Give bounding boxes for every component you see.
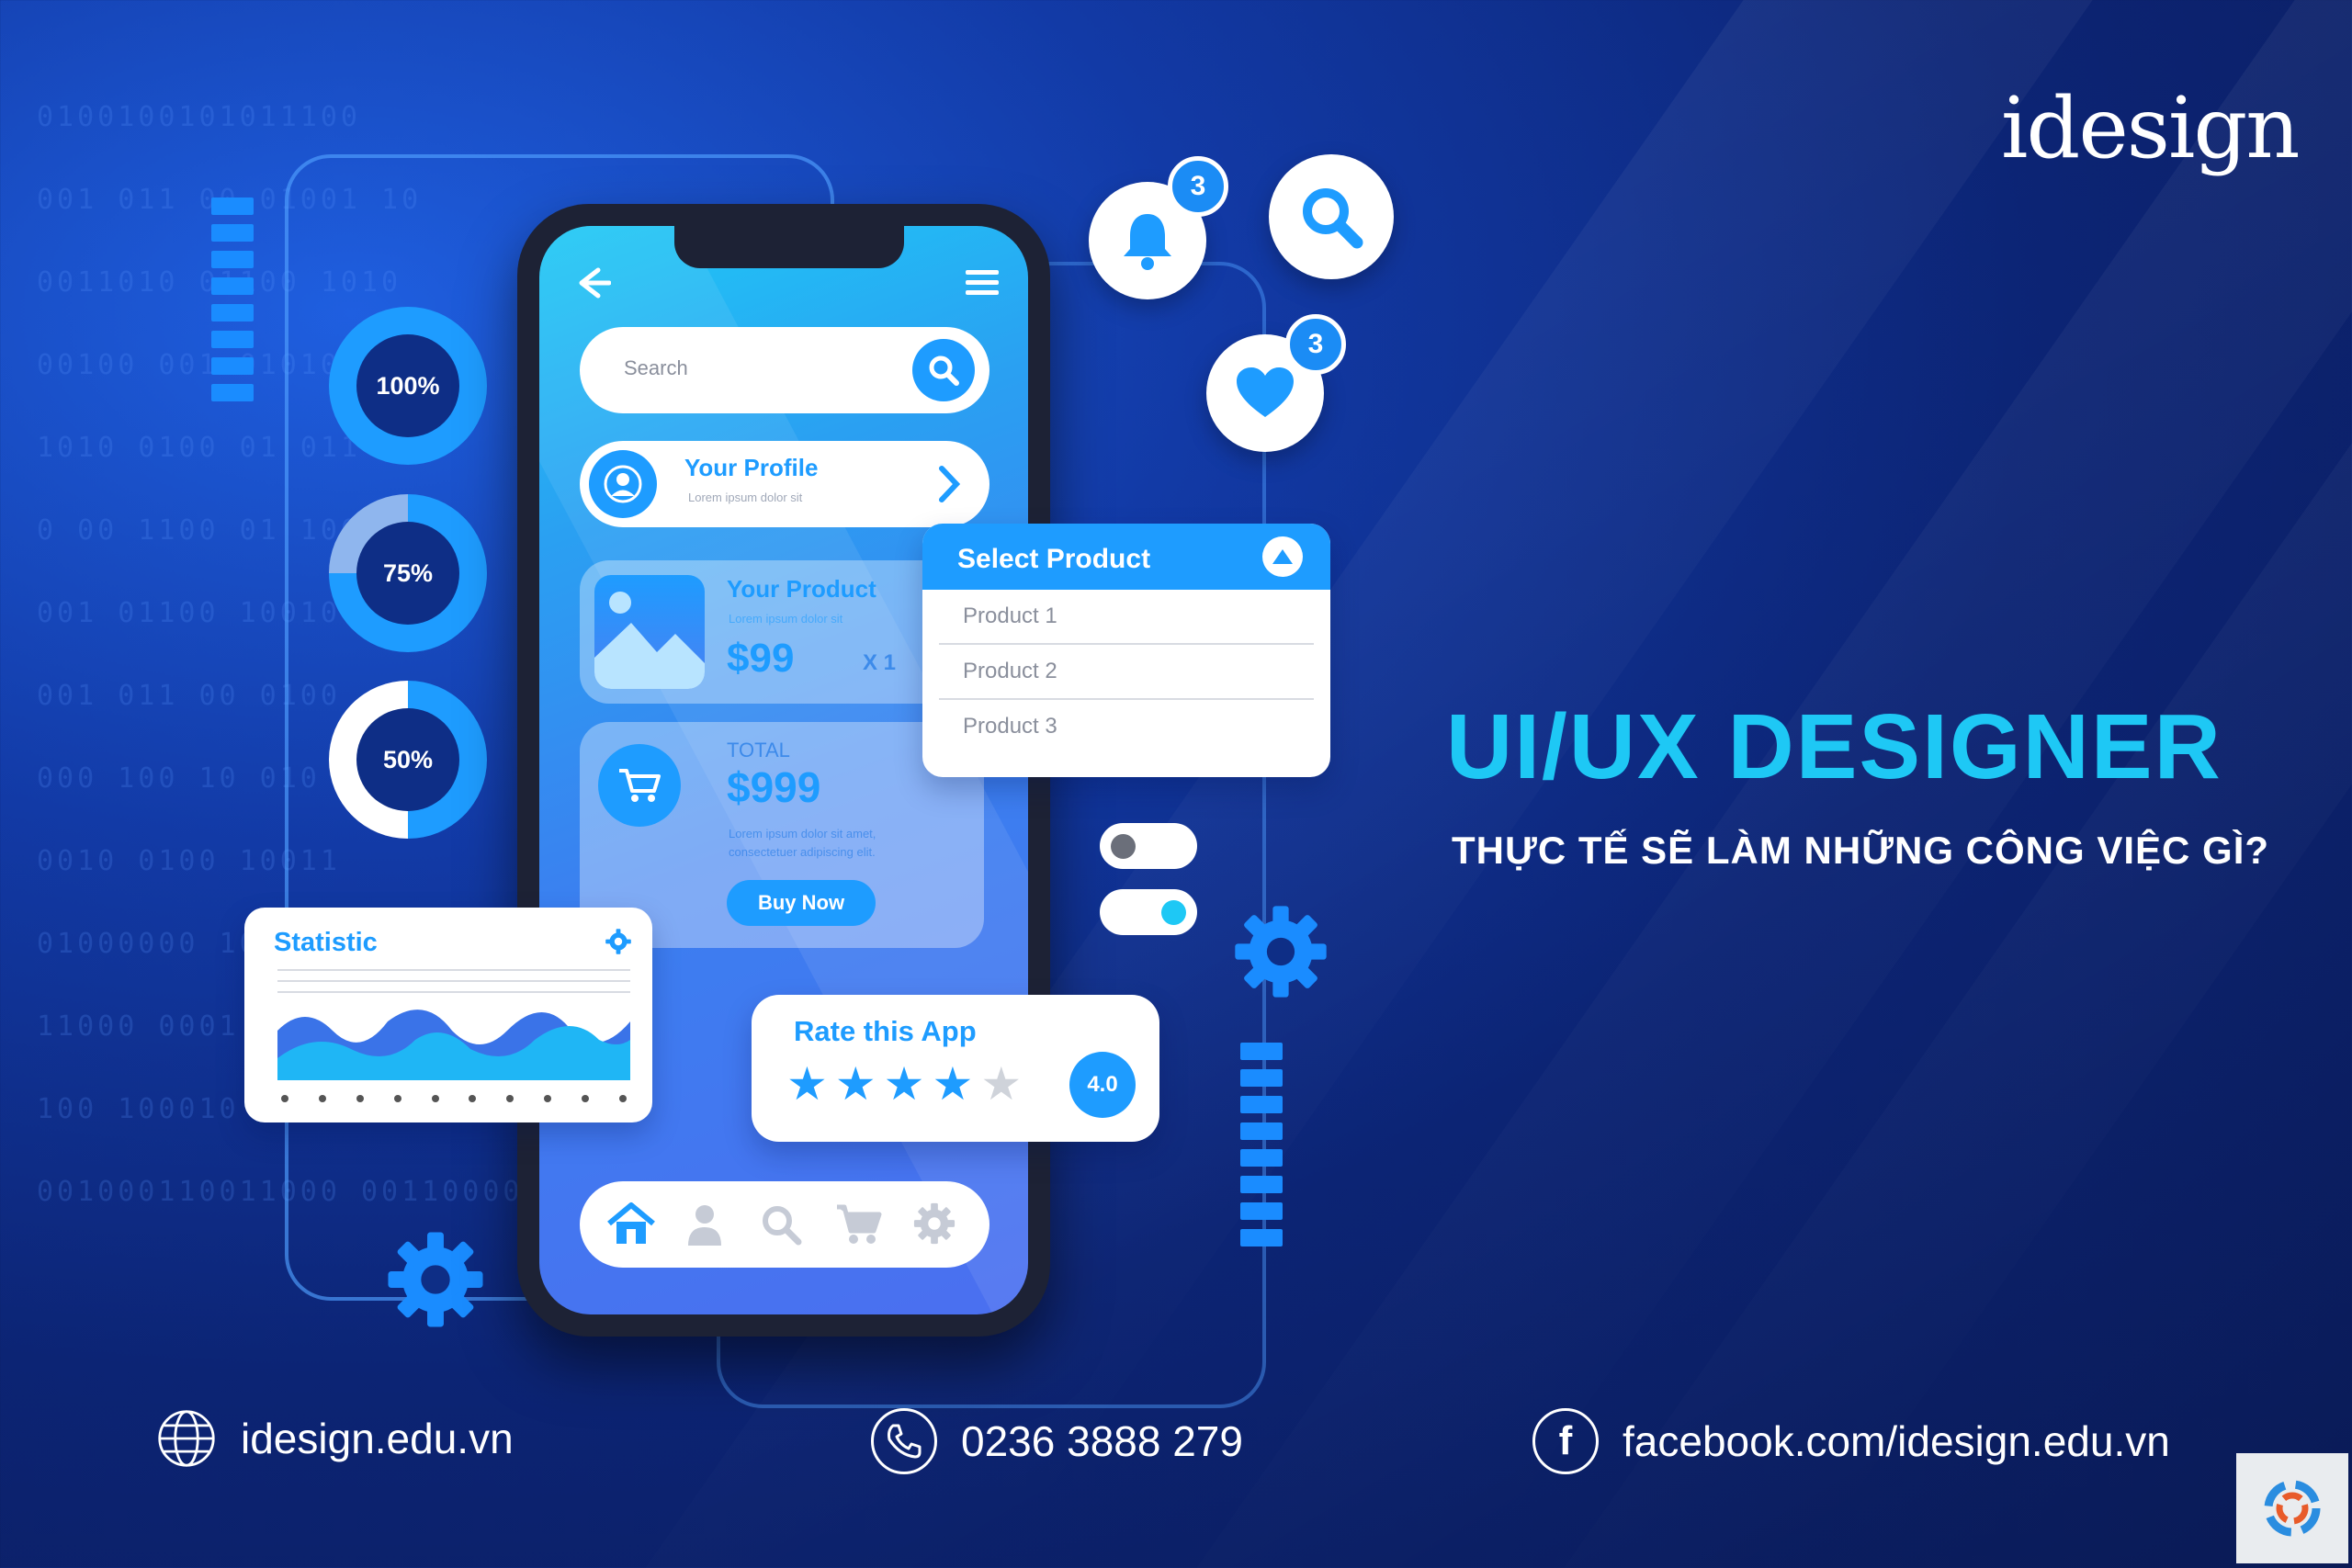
cart-icon[interactable] xyxy=(835,1203,883,1250)
total-label: TOTAL xyxy=(727,739,790,761)
star-filled-icon[interactable]: ★ xyxy=(883,1058,925,1110)
deco-bars xyxy=(211,197,254,401)
rate-app-card[interactable]: Rate this App ★★★★★ 4.0 xyxy=(752,995,1159,1142)
bell-count-badge: 3 xyxy=(1168,156,1228,217)
progress-ring-100: 100% xyxy=(329,307,487,465)
user-avatar-icon xyxy=(589,450,657,518)
bell-icon xyxy=(1124,214,1171,270)
phone-icon xyxy=(871,1408,937,1474)
headline-title: UI/UX DESIGNER xyxy=(1446,695,2222,798)
headline-subtitle: THỰC TẾ SẼ LÀM NHỮNG CÔNG VIỆC GÌ? xyxy=(1452,829,2270,872)
ring-label: 100% xyxy=(356,334,459,437)
toggle-switch-off[interactable] xyxy=(1100,823,1197,869)
search-bar[interactable]: Search xyxy=(580,327,989,413)
ring-label: 50% xyxy=(356,708,459,811)
idesign-logo: idesign xyxy=(2001,79,2301,177)
total-card: TOTAL $999 Lorem ipsum dolor sit amet, c… xyxy=(580,722,984,948)
star-filled-icon[interactable]: ★ xyxy=(834,1058,876,1110)
search-icon xyxy=(929,355,959,386)
search-icon[interactable] xyxy=(760,1203,802,1250)
bottom-nav xyxy=(580,1181,989,1268)
chevron-right-icon[interactable] xyxy=(934,463,962,510)
phone-notch xyxy=(674,226,904,268)
binary-line: 0100100101011100 xyxy=(37,101,361,133)
star-filled-icon[interactable]: ★ xyxy=(932,1058,974,1110)
buy-now-button[interactable]: Buy Now xyxy=(727,880,876,926)
total-desc-1: Lorem ipsum dolor sit amet, xyxy=(729,827,876,840)
globe-icon xyxy=(156,1408,217,1469)
dropdown-header[interactable]: Select Product xyxy=(922,524,1330,590)
star-empty-icon[interactable]: ★ xyxy=(980,1058,1023,1110)
dropdown-option[interactable]: Product 2 xyxy=(939,645,1314,700)
heart-count-badge: 3 xyxy=(1285,314,1346,375)
product-title: Your Product xyxy=(727,575,876,603)
star-rating[interactable]: ★★★★★ xyxy=(786,1059,1022,1109)
website-text: idesign.edu.vn xyxy=(241,1415,514,1462)
image-icon xyxy=(594,575,705,689)
total-amount: $999 xyxy=(727,763,821,811)
binary-line: 00100 001 01010 0 xyxy=(37,349,382,381)
profile-card[interactable]: Your Profile Lorem ipsum dolor sit xyxy=(580,441,989,527)
search-icon xyxy=(1303,188,1363,249)
facebook-icon: f xyxy=(1532,1408,1599,1474)
statistic-title: Statistic xyxy=(274,928,378,957)
dropdown-title: Select Product xyxy=(957,544,1151,574)
profile-title: Your Profile xyxy=(684,454,819,481)
dropdown-option[interactable]: Product 1 xyxy=(939,590,1314,645)
heart-icon xyxy=(1237,367,1294,417)
user-icon[interactable] xyxy=(686,1203,723,1250)
gear-icon[interactable] xyxy=(912,1201,956,1250)
gear-icon xyxy=(384,1228,487,1336)
phone-text: 0236 3888 279 xyxy=(961,1417,1243,1465)
total-desc-2: consectetuer adipiscing elit. xyxy=(729,845,876,859)
product-subtitle: Lorem ipsum dolor sit xyxy=(729,612,843,626)
notification-bell-button[interactable] xyxy=(1089,182,1206,299)
gear-icon xyxy=(1231,902,1330,1006)
dropdown-option[interactable]: Product 3 xyxy=(963,714,1057,739)
corner-watermark-logo xyxy=(2236,1453,2348,1563)
chart-dots xyxy=(281,1095,627,1102)
star-filled-icon[interactable]: ★ xyxy=(786,1058,828,1110)
binary-line: 1010 0100 01 011 xyxy=(37,432,361,464)
product-qty: X 1 xyxy=(863,650,897,675)
cart-icon xyxy=(598,744,681,827)
select-product-dropdown[interactable]: Select Product Product 1 Product 2 Produ… xyxy=(922,524,1330,777)
back-arrow-icon[interactable] xyxy=(571,263,612,308)
progress-ring-50: 50% xyxy=(329,681,487,839)
rate-title: Rate this App xyxy=(794,1015,977,1047)
statistic-area-chart xyxy=(277,969,630,1080)
settings-gear-icon[interactable] xyxy=(605,928,632,960)
product-price: $99 xyxy=(727,636,795,681)
binary-line: 0 00 1100 01 100 xyxy=(37,514,361,547)
progress-ring-75: 75% xyxy=(329,494,487,652)
phone-contact[interactable]: 0236 3888 279 xyxy=(871,1408,1243,1474)
ring-label: 75% xyxy=(356,522,459,625)
home-icon[interactable] xyxy=(605,1201,657,1252)
rating-score: 4.0 xyxy=(1069,1052,1136,1118)
search-button[interactable] xyxy=(912,339,975,401)
facebook-text: facebook.com/idesign.edu.vn xyxy=(1623,1417,2170,1465)
search-button[interactable] xyxy=(1269,154,1394,279)
search-input[interactable]: Search xyxy=(624,356,688,379)
chevron-up-icon[interactable] xyxy=(1262,536,1303,577)
deco-bars xyxy=(1240,1043,1283,1247)
statistic-card: Statistic xyxy=(244,908,652,1122)
website-contact[interactable]: idesign.edu.vn xyxy=(156,1408,514,1469)
toggle-switch-on[interactable] xyxy=(1100,889,1197,935)
phone-screen: Search Your Profile Lorem ipsum dolor si… xyxy=(539,226,1028,1314)
profile-subtitle: Lorem ipsum dolor sit xyxy=(688,491,803,504)
phone-mockup: Search Your Profile Lorem ipsum dolor si… xyxy=(517,204,1050,1337)
menu-icon[interactable] xyxy=(966,268,999,302)
facebook-contact[interactable]: f facebook.com/idesign.edu.vn xyxy=(1532,1408,2170,1474)
